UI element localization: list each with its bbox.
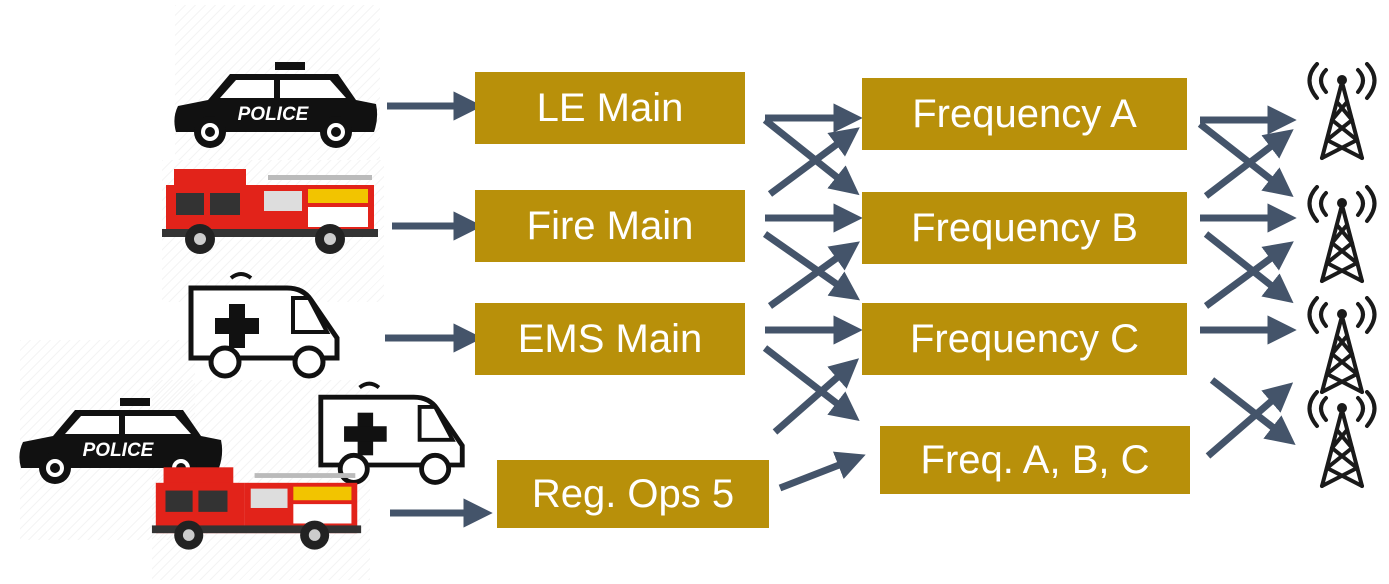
ambulance-icon <box>188 272 340 379</box>
frequency-b: Frequency B <box>862 192 1187 264</box>
frequency-label: Frequency B <box>911 205 1138 250</box>
arrow-fire-to-a <box>767 127 860 197</box>
talkgroup-label: Reg. Ops 5 <box>531 471 735 516</box>
talkgroup-label: LE Main <box>536 85 684 130</box>
frequency-c: Frequency C <box>862 303 1187 375</box>
light-bar <box>275 62 305 70</box>
radio-tower-icon <box>1307 62 1377 160</box>
frequency-label: Freq. A, B, C <box>920 437 1150 482</box>
radio-tower-icon <box>1307 296 1377 394</box>
group-police-label: POLICE <box>83 440 155 461</box>
arrow-ems-to-abc <box>762 345 860 421</box>
police-label: POLICE <box>238 104 310 125</box>
talkgroup-label: Fire Main <box>526 203 694 248</box>
radio-tower-icon <box>1307 185 1377 283</box>
arrow-le-to-b <box>762 117 860 196</box>
police-car-icon: POLICE <box>174 62 378 148</box>
arrow-b-to-tower1 <box>1203 129 1294 199</box>
frequency-abc: Freq. A, B, C <box>880 426 1190 494</box>
talkgroup-label: EMS Main <box>517 316 703 361</box>
talkgroup-le-main: LE Main <box>475 72 745 144</box>
group-ambulance-icon <box>318 381 465 485</box>
arrow-abc-to-towers <box>1205 382 1294 459</box>
group-police-car-icon: POLICE <box>19 398 223 484</box>
arrow-c-to-tower2 <box>1203 241 1294 309</box>
arrow-regops-to-c <box>772 358 860 435</box>
talkgroup-reg-ops-5: Reg. Ops 5 <box>497 460 769 528</box>
group-fire-truck-icon <box>151 467 362 550</box>
arrow-a-to-tower2 <box>1197 121 1294 198</box>
arrow-b-to-tower3 <box>1203 231 1294 304</box>
talkgroup-fire-main: Fire Main <box>475 190 745 262</box>
fire-truck-icon <box>162 169 378 254</box>
radio-tower-icon <box>1307 390 1377 488</box>
arrow-ems-to-b <box>767 241 860 309</box>
frequency-label: Frequency C <box>910 316 1139 361</box>
frequency-label: Frequency A <box>912 91 1137 136</box>
talkgroup-ems-main: EMS Main <box>475 303 745 375</box>
arrow-c-to-tower4 <box>1209 377 1296 446</box>
frequency-a: Frequency A <box>862 78 1187 150</box>
arrow-fire-to-c <box>762 231 861 301</box>
arrow-regops-to-abc <box>778 451 866 492</box>
